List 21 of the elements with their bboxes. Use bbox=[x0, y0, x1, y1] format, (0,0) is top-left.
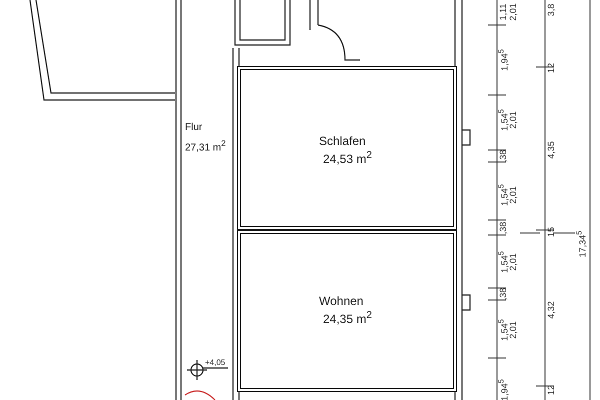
dimension-text: 4,35 bbox=[546, 141, 556, 159]
level-mark-text: +4,05 bbox=[205, 358, 226, 367]
dimension-text: 3,8 bbox=[546, 4, 556, 16]
dimension-text: ,38 bbox=[498, 222, 508, 234]
dimension-text: 2,01 bbox=[508, 111, 518, 129]
room-name: Wohnen bbox=[319, 294, 364, 308]
room-name: Schlafen bbox=[319, 134, 366, 148]
dimension-text: 2,01 bbox=[508, 186, 518, 204]
dimension-text: 2,01 bbox=[508, 253, 518, 271]
dimension-text: 4,32 bbox=[546, 301, 556, 319]
area-text: 24,35 m$^{2}$ bbox=[323, 310, 372, 326]
dimension-text: 1,11 bbox=[498, 4, 508, 20]
area-text: 27,31 m$^{2}$ bbox=[185, 138, 226, 154]
area-text: 24,53 m$^{2}$ bbox=[323, 150, 372, 166]
dimension-text: ,38 bbox=[498, 150, 508, 162]
room-name: Flur bbox=[185, 122, 202, 133]
room bbox=[237, 66, 457, 230]
dimension-text: ,38 bbox=[498, 288, 508, 300]
dimension-text: 2,01 bbox=[508, 3, 518, 21]
dimension-text: 2,01 bbox=[508, 321, 518, 339]
room bbox=[237, 230, 457, 392]
